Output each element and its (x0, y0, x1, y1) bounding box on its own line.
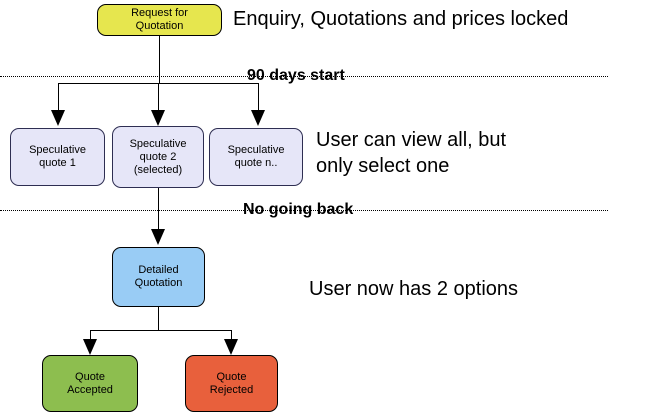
connector-request-to-branch (159, 36, 160, 83)
annotation-user-two-options: User now has 2 options (309, 278, 519, 300)
arrowhead-spec1 (51, 110, 65, 126)
annotation-enquiry-locked: Enquiry, Quotations and prices locked (233, 8, 569, 30)
connector-branch-to-rejected (231, 330, 232, 339)
node-quote-accepted: Quote Accepted (42, 355, 138, 412)
arrowhead-specn (251, 110, 265, 126)
connector-branch-to-accepted (90, 330, 91, 339)
node-speculative-quote-n: Speculative quote n.. (209, 128, 303, 186)
connector-branch-to-specn (258, 83, 259, 112)
connector-detailed-to-branch (158, 307, 159, 330)
phase-label-90-days-start: 90 days start (247, 67, 345, 84)
branch-line-bottom (90, 330, 232, 331)
annotation-user-can-view-all: User can view all, but only select one (316, 129, 507, 177)
phase-label-no-going-back: No going back (243, 201, 354, 218)
node-speculative-quote-1: Speculative quote 1 (10, 128, 105, 186)
arrowhead-detailed (151, 229, 165, 245)
connector-spec2-to-detailed (158, 188, 159, 229)
connector-branch-to-spec2 (158, 83, 159, 112)
phase-divider-line-2 (0, 210, 608, 211)
arrowhead-rejected (224, 339, 238, 355)
node-speculative-quote-2-selected: Speculative quote 2 (selected) (112, 126, 204, 188)
connector-branch-to-spec1 (58, 83, 59, 112)
arrowhead-accepted (83, 339, 97, 355)
arrowhead-spec2 (151, 110, 165, 126)
node-detailed-quotation: Detailed Quotation (112, 247, 205, 307)
node-quote-rejected: Quote Rejected (185, 355, 278, 412)
phase-divider-line-1 (0, 76, 608, 77)
node-request-for-quotation: Request for Quotation (97, 4, 222, 36)
